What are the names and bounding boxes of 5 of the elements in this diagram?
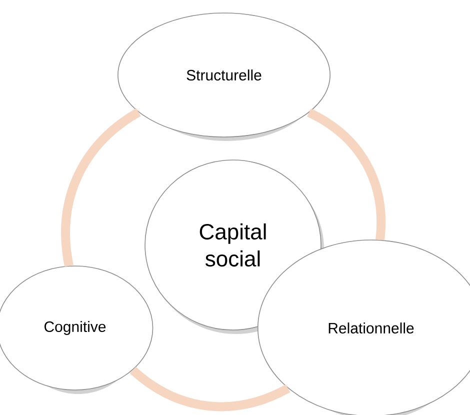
circle-label: Cognitive bbox=[0, 266, 154, 394]
ring-arc bbox=[130, 366, 290, 412]
circle-label: Structurelle bbox=[118, 12, 330, 141]
ring-arc bbox=[61, 108, 141, 266]
ring-arc bbox=[306, 108, 386, 240]
